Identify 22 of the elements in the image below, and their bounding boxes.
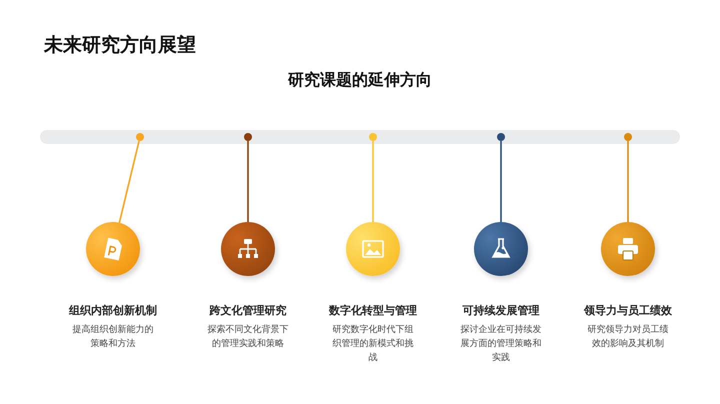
icon-circle	[221, 222, 275, 276]
icon-circle	[346, 222, 400, 276]
topic-heading: 领导力与员工绩效	[582, 303, 673, 318]
topic-description: 探索不同文化背景下的管理实践和策略	[206, 324, 290, 351]
icon-circle	[86, 222, 140, 276]
subtitle: 研究课题的延伸方向	[286, 70, 433, 91]
topic-heading: 跨文化管理研究	[208, 303, 288, 318]
topic-description: 探讨企业在可持续发展方面的管理策略和实践	[460, 324, 542, 365]
topic-heading: 可持续发展管理	[462, 303, 540, 318]
connector-line	[247, 141, 249, 222]
connector-line	[500, 141, 502, 222]
connector-line	[118, 140, 140, 223]
icon-circle	[601, 222, 655, 276]
topic-heading: 数字化转型与管理	[328, 303, 418, 318]
icon-circle	[474, 222, 528, 276]
topic-description: 提高组织创新能力的策略和方法	[72, 324, 154, 351]
title: 未来研究方向展望	[44, 33, 196, 58]
topic-heading: 组织内部创新机制	[68, 303, 158, 318]
topic-description: 研究领导力对员工绩效的影响及其机制	[586, 324, 670, 351]
connector-line	[372, 141, 374, 222]
topic-description: 研究数字化时代下组织管理的新模式和挑战	[332, 324, 414, 365]
connector-line	[627, 141, 629, 222]
